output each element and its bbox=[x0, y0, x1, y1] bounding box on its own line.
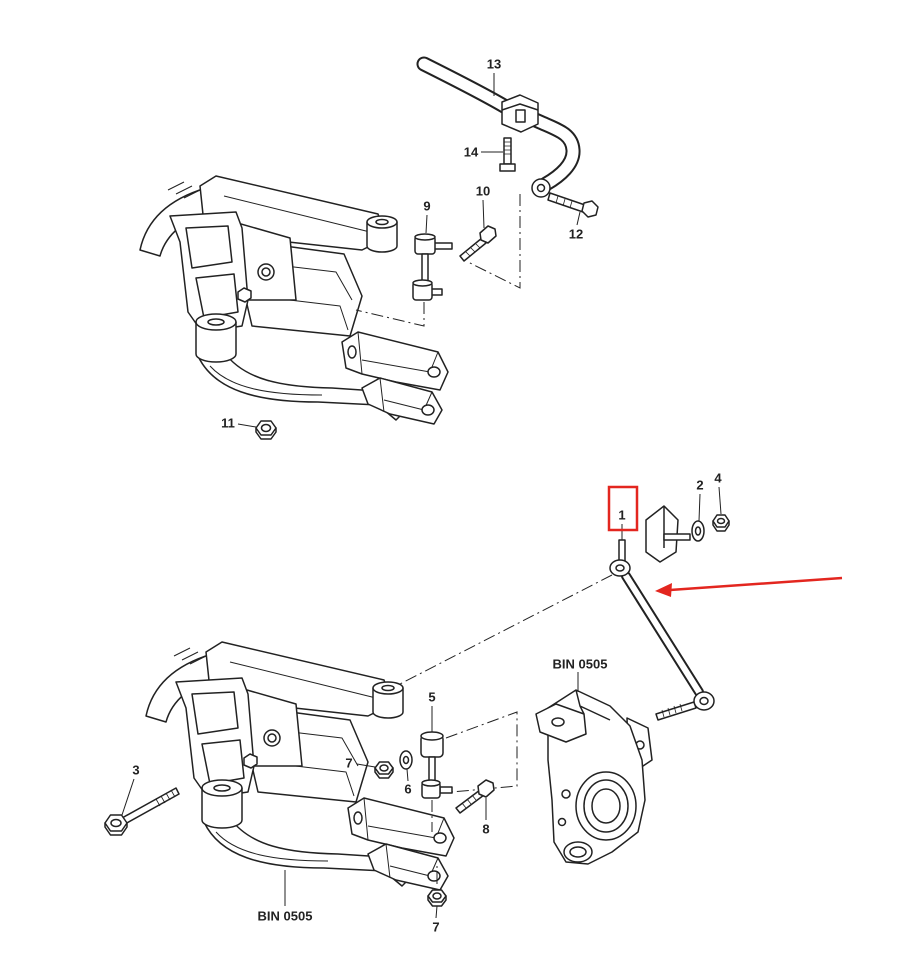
callout-4: 4 bbox=[714, 471, 722, 486]
hex-nut-lower bbox=[427, 889, 447, 907]
part-label-housing: BIN 0505 bbox=[553, 657, 608, 672]
hex-nut-upper bbox=[374, 761, 394, 779]
callout-7-lower: 7 bbox=[432, 920, 439, 935]
callout-13: 13 bbox=[487, 57, 501, 72]
bottom-leaders bbox=[121, 486, 722, 919]
hex-nut-top bbox=[255, 420, 277, 440]
callout-1: 1 bbox=[618, 508, 625, 523]
stabilizer-bar bbox=[416, 56, 581, 198]
callout-12: 12 bbox=[569, 227, 583, 242]
leader-line bbox=[698, 493, 701, 522]
highlighted-link-rod bbox=[609, 539, 715, 721]
washer-6 bbox=[399, 750, 413, 770]
bottom-assembly: 1 2 4 3 5 7 6 8 7 BIN 0505 BIN 0505 bbox=[104, 471, 730, 935]
hex-nut-4 bbox=[712, 514, 730, 532]
leader-line bbox=[576, 211, 581, 226]
callout-7-upper: 7 bbox=[345, 756, 352, 771]
callout-2: 2 bbox=[696, 478, 703, 493]
assembly-line bbox=[445, 711, 518, 793]
leader-line bbox=[406, 768, 409, 782]
assembly-line bbox=[467, 194, 521, 289]
rear-subframe-top bbox=[139, 175, 449, 425]
leader-line bbox=[435, 905, 438, 919]
mounting-bracket bbox=[645, 505, 691, 563]
callout-5: 5 bbox=[428, 690, 435, 705]
washer-2 bbox=[691, 520, 705, 542]
clamp-bolt bbox=[499, 137, 516, 172]
callout-11: 11 bbox=[221, 416, 235, 431]
highlight-arrow bbox=[655, 576, 843, 597]
bottom-parts bbox=[104, 505, 730, 907]
leader-line bbox=[718, 486, 722, 515]
link-bolt bbox=[459, 225, 497, 262]
top-parts bbox=[255, 56, 599, 440]
top-assembly: 13 14 10 9 12 11 bbox=[139, 56, 599, 440]
leader-line bbox=[237, 423, 257, 428]
link-rod bbox=[420, 731, 453, 799]
callout-14: 14 bbox=[464, 145, 479, 160]
callout-6: 6 bbox=[404, 782, 411, 797]
assembly-line bbox=[355, 302, 425, 327]
coupling-link bbox=[412, 233, 453, 301]
subframe-bolt bbox=[104, 787, 180, 836]
leader-line bbox=[482, 199, 485, 229]
highlight-box bbox=[607, 485, 639, 532]
top-leaders bbox=[237, 73, 581, 428]
link-bolt-8 bbox=[455, 779, 495, 814]
callout-8: 8 bbox=[482, 822, 489, 837]
callout-9: 9 bbox=[423, 199, 430, 214]
assembly-line bbox=[399, 574, 613, 685]
callout-3: 3 bbox=[132, 763, 139, 778]
leader-line bbox=[425, 214, 428, 234]
leader-line bbox=[121, 778, 135, 816]
bar-bolt bbox=[547, 192, 599, 218]
part-label-arm: BIN 0505 bbox=[258, 909, 313, 924]
leader-line bbox=[356, 763, 376, 768]
wheel-bearing-housing bbox=[535, 689, 653, 865]
callout-10: 10 bbox=[476, 184, 490, 199]
bushing-clamp bbox=[501, 94, 539, 133]
